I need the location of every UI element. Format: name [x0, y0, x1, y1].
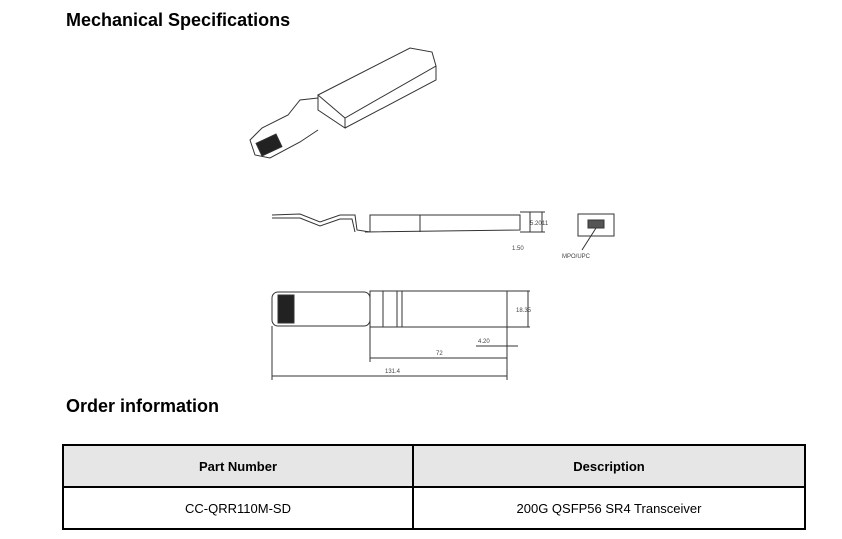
cell-part-number: CC-QRR110M-SD [62, 486, 414, 530]
order-table: Part Number Description CC-QRR110M-SD 20… [62, 444, 806, 530]
svg-text:1.50: 1.50 [512, 246, 524, 252]
svg-text:131.4: 131.4 [385, 369, 401, 375]
mechanical-drawing: 5.20 11 1.50 MPO/UPC 18.35 4.20 72 131.4 [249, 47, 615, 380]
cell-description: 200G QSFP56 SR4 Transceiver [412, 486, 806, 530]
top-view [271, 290, 530, 380]
section-title-order: Order information [66, 396, 220, 416]
svg-text:MPO/UPC: MPO/UPC [562, 254, 591, 260]
table-header-row: Part Number Description [62, 444, 806, 488]
section-title-mechanical: Mechanical Specifications [66, 10, 291, 30]
isometric-view [249, 47, 437, 159]
table-row: CC-QRR110M-SD 200G QSFP56 SR4 Transceive… [62, 486, 806, 530]
svg-text:72: 72 [436, 351, 443, 357]
header-description: Description [412, 444, 806, 488]
svg-text:11: 11 [542, 221, 549, 227]
svg-text:4.20: 4.20 [478, 339, 490, 345]
header-part-number: Part Number [62, 444, 414, 488]
svg-text:5.20: 5.20 [530, 221, 542, 227]
svg-text:18.35: 18.35 [516, 308, 532, 314]
dimension-labels: 5.20 11 1.50 MPO/UPC 18.35 4.20 72 131.4 [385, 221, 591, 375]
side-view [271, 211, 615, 251]
